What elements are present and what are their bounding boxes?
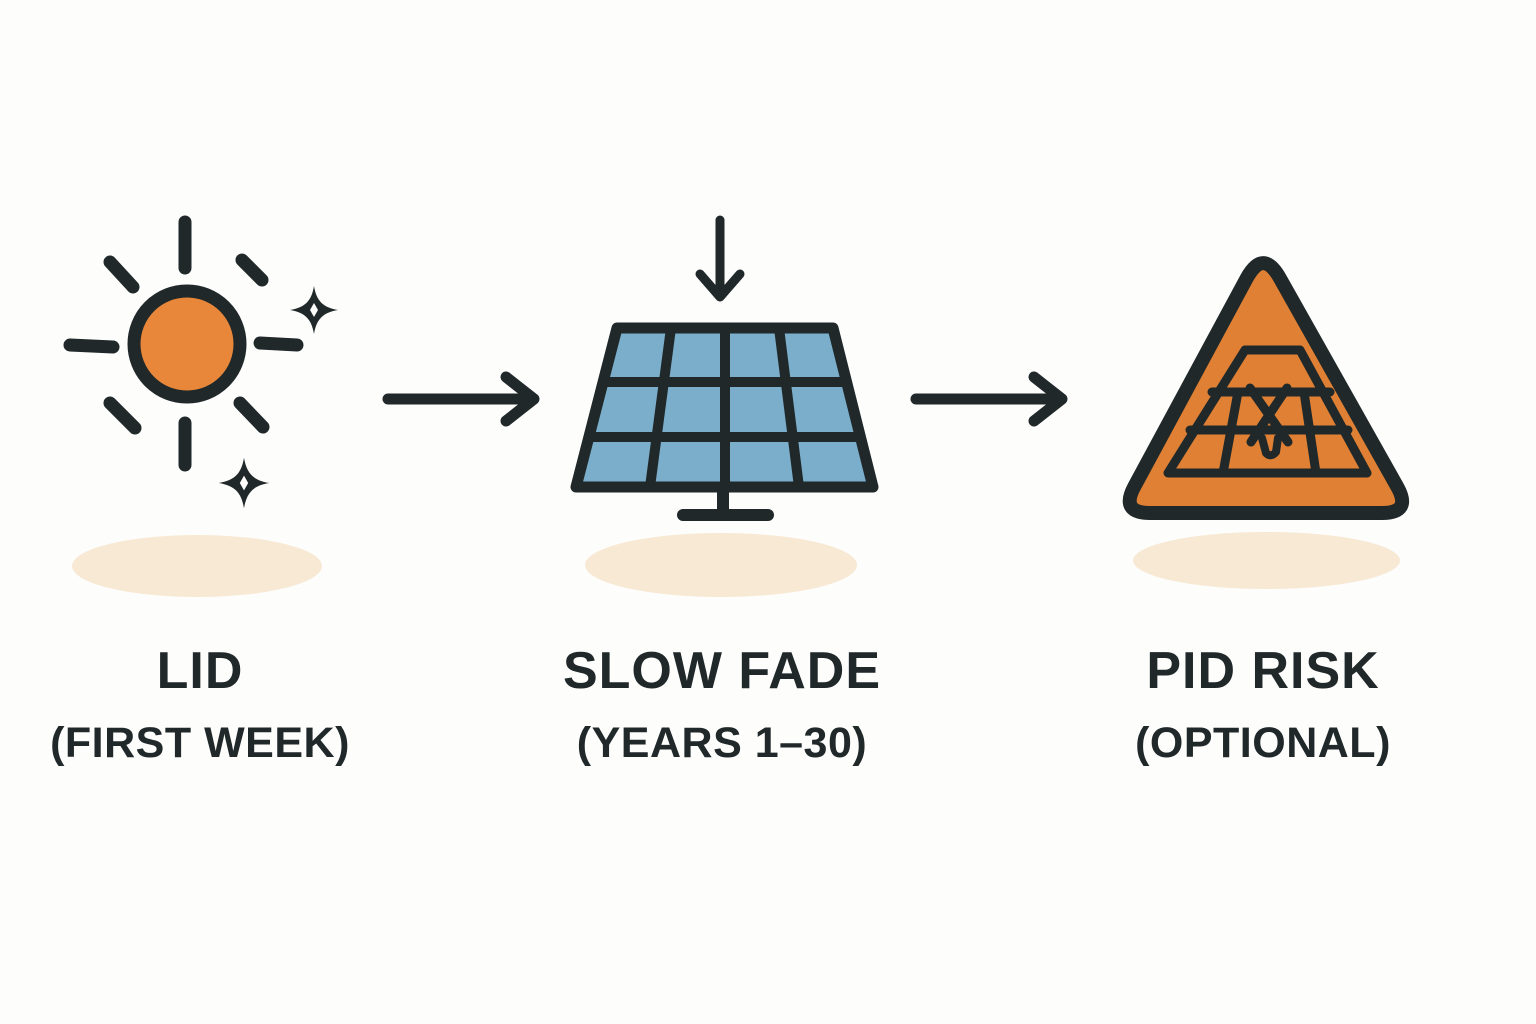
step-subtitle-lid: (FIRST WEEK) xyxy=(50,719,350,767)
shadow-ellipse xyxy=(585,533,857,597)
arrow-right-icon xyxy=(382,371,540,427)
sparkle-icon xyxy=(290,286,338,334)
shadow-ellipse xyxy=(72,535,322,597)
arrow-down-icon xyxy=(695,215,745,302)
step-title-slow-fade: SLOW FADE xyxy=(562,642,882,700)
sun-rays xyxy=(63,215,304,472)
solar-panel-grid xyxy=(584,323,865,492)
cracked-panel-icon xyxy=(1163,345,1372,478)
arrow-right-icon xyxy=(910,371,1068,427)
warning-triangle-icon xyxy=(1122,256,1410,520)
step-subtitle-slow-fade: (YEARS 1–30) xyxy=(576,719,868,767)
sun-disc xyxy=(127,284,247,404)
shadow-ellipse xyxy=(1133,532,1400,589)
solar-panel-stand xyxy=(677,481,774,521)
solar-panel-icon xyxy=(570,322,879,521)
step-title-lid: LID xyxy=(156,642,244,700)
slow-fade-illustration xyxy=(570,215,879,521)
step-subtitle-pid-risk: (OPTIONAL) xyxy=(1135,719,1391,767)
sun-icon xyxy=(63,215,338,509)
step-title-pid-risk: PID RISK xyxy=(1146,642,1380,700)
sparkle-icon xyxy=(218,457,270,509)
